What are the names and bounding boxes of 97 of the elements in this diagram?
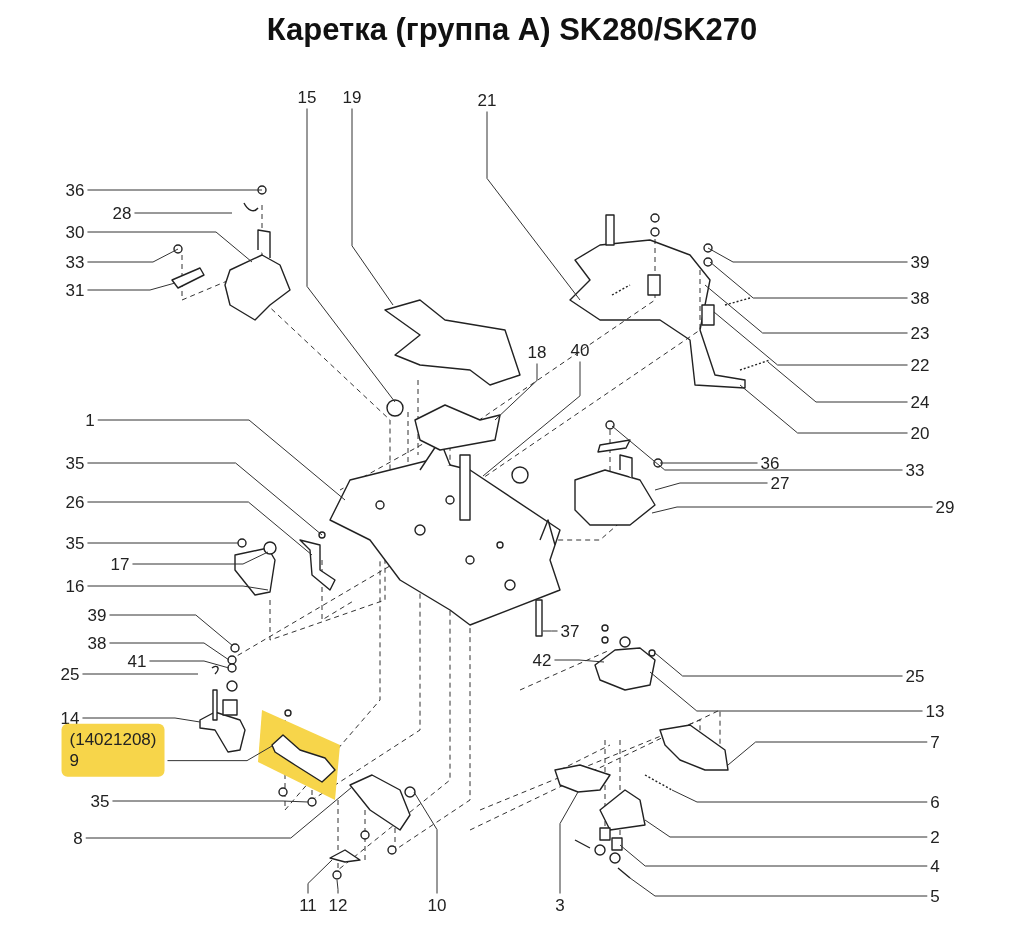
leader-line <box>148 660 230 669</box>
leader-line <box>167 745 273 762</box>
callout-number: 29 <box>935 498 955 516</box>
callout-number: 30 <box>65 223 85 241</box>
callout-number: 33 <box>65 253 85 271</box>
leader-line <box>306 108 396 403</box>
leader-line <box>542 630 559 632</box>
leader-line <box>131 551 269 565</box>
callout-number: 15 <box>297 88 317 106</box>
leader-line <box>739 384 909 434</box>
leader-line <box>85 786 353 839</box>
leader-line <box>713 311 909 366</box>
leader-line <box>649 671 924 712</box>
callout-number: 23 <box>910 324 930 342</box>
leader-line <box>413 791 438 894</box>
leader-line <box>86 231 253 263</box>
callout-number: 42 <box>532 651 552 669</box>
callout-number: 6 <box>930 793 940 811</box>
leader-line <box>767 361 909 403</box>
callout-number: 19 <box>342 88 362 106</box>
callout-number: 9 <box>69 750 80 772</box>
leader-line <box>111 800 309 803</box>
leader-line <box>704 284 909 334</box>
leader-line <box>307 859 333 894</box>
highlight-patch <box>61 723 165 777</box>
callout-number: 5 <box>930 887 940 905</box>
callout-number: 35 <box>90 792 110 810</box>
callout-number: 39 <box>87 606 107 624</box>
leader-line <box>644 819 928 838</box>
leader-line <box>553 659 605 663</box>
callout-number: 13 <box>925 702 945 720</box>
callout-number: 18 <box>527 343 547 361</box>
leader-line <box>619 844 928 867</box>
callout-number: 40 <box>570 341 590 359</box>
leader-line <box>486 111 581 301</box>
callout-number: 38 <box>910 289 930 307</box>
leader-line <box>108 642 230 661</box>
callout-number: 16 <box>65 577 85 595</box>
leader-line <box>108 614 234 647</box>
callout-number: 24 <box>910 393 930 411</box>
leader-line <box>727 741 928 766</box>
diagram-title: Каретка (группа А) SK280/SK270 <box>266 12 758 48</box>
callout-number: 10 <box>427 896 447 914</box>
leader-line <box>86 189 263 191</box>
callout-number: 25 <box>60 665 80 683</box>
leader-line <box>629 877 928 897</box>
callout-number: 37 <box>560 622 580 640</box>
leader-line <box>351 108 394 306</box>
callout-number: 36 <box>760 454 780 472</box>
leader-line <box>81 673 199 675</box>
leader-line <box>86 248 179 263</box>
callout-number: 2 <box>930 828 940 846</box>
leader-line <box>482 361 581 477</box>
callout-number: 38 <box>87 634 107 652</box>
callout-number: 3 <box>555 896 565 914</box>
leader-line <box>86 542 239 544</box>
callout-number: 11 <box>299 896 317 914</box>
leader-line <box>709 261 909 299</box>
callout-number: 28 <box>112 204 132 222</box>
leader-line <box>654 652 904 677</box>
callout-number: 36 <box>65 181 85 199</box>
callout-number: 7 <box>930 733 940 751</box>
leader-line <box>659 462 759 464</box>
callout-number: 14 <box>60 709 80 727</box>
leader-line <box>97 419 346 501</box>
callout-number: 26 <box>65 493 85 511</box>
leader-line <box>651 506 934 514</box>
callout-number: 35 <box>65 534 85 552</box>
leader-line <box>654 482 769 491</box>
leader-line <box>671 789 928 803</box>
leader-line <box>133 212 233 214</box>
leader-line <box>86 585 269 591</box>
callout-number: 41 <box>127 652 147 670</box>
leader-line <box>86 462 323 536</box>
callout-number: 27 <box>770 474 790 492</box>
leader-line <box>559 791 579 894</box>
callout-number: 4 <box>930 857 940 875</box>
callout-number: 21 <box>477 91 497 109</box>
callout-number: 22 <box>910 356 930 374</box>
callout-number: 25 <box>905 667 925 685</box>
leader-line <box>86 501 313 556</box>
leader-line <box>336 879 339 894</box>
part-code: (14021208) <box>69 728 157 750</box>
leader-line <box>707 247 909 263</box>
callout-number: 35 <box>65 454 85 472</box>
callout-number: 12 <box>328 896 348 914</box>
leader-line <box>611 425 904 471</box>
leader-line <box>86 282 176 291</box>
callout-number: 1 <box>85 411 95 429</box>
leader-line <box>81 717 201 723</box>
callout-number: 39 <box>910 253 930 271</box>
leader-line <box>494 363 538 421</box>
callout-number: 20 <box>910 424 930 442</box>
callout-number: 17 <box>110 555 130 573</box>
callout-number: 33 <box>905 461 925 479</box>
callout-number: 31 <box>65 281 85 299</box>
callout-number: 8 <box>73 829 83 847</box>
